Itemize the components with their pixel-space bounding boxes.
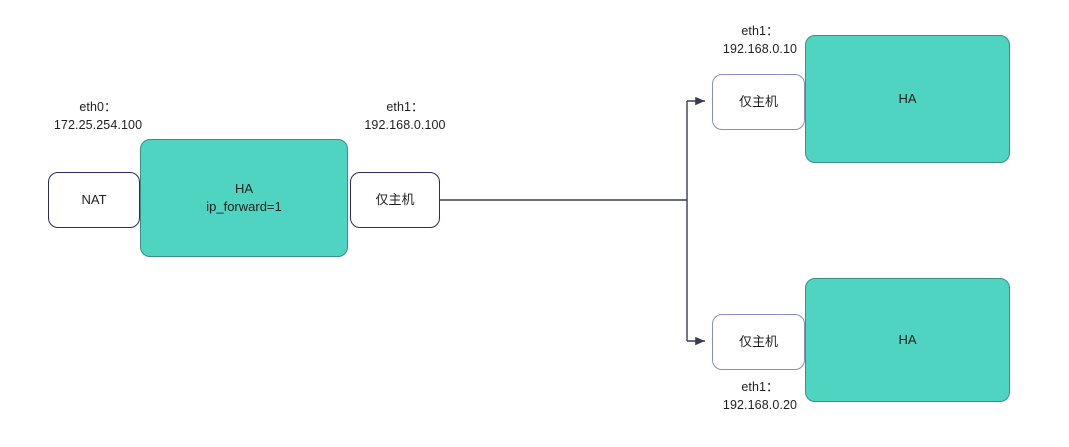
node-bottom-host-only[interactable]: 仅主机 [712, 314, 805, 370]
node-bottom-ha[interactable]: HA [805, 278, 1010, 402]
node-top-ha[interactable]: HA [805, 35, 1010, 163]
node-top-host-only[interactable]: 仅主机 [712, 74, 805, 130]
label-eth1-bottom: eth1： 192.168.0.20 [722, 380, 798, 413]
node-router-ha[interactable]: HA ip_forward=1 [140, 139, 348, 257]
label-eth0-router: eth0： 172.25.254.100 [53, 100, 143, 133]
label-eth1-top: eth1： 192.168.0.10 [722, 24, 798, 57]
node-nat[interactable]: NAT [48, 172, 140, 228]
node-router-host-only[interactable]: 仅主机 [350, 172, 440, 228]
label-eth1-router: eth1： 192.168.0.100 [364, 100, 446, 133]
